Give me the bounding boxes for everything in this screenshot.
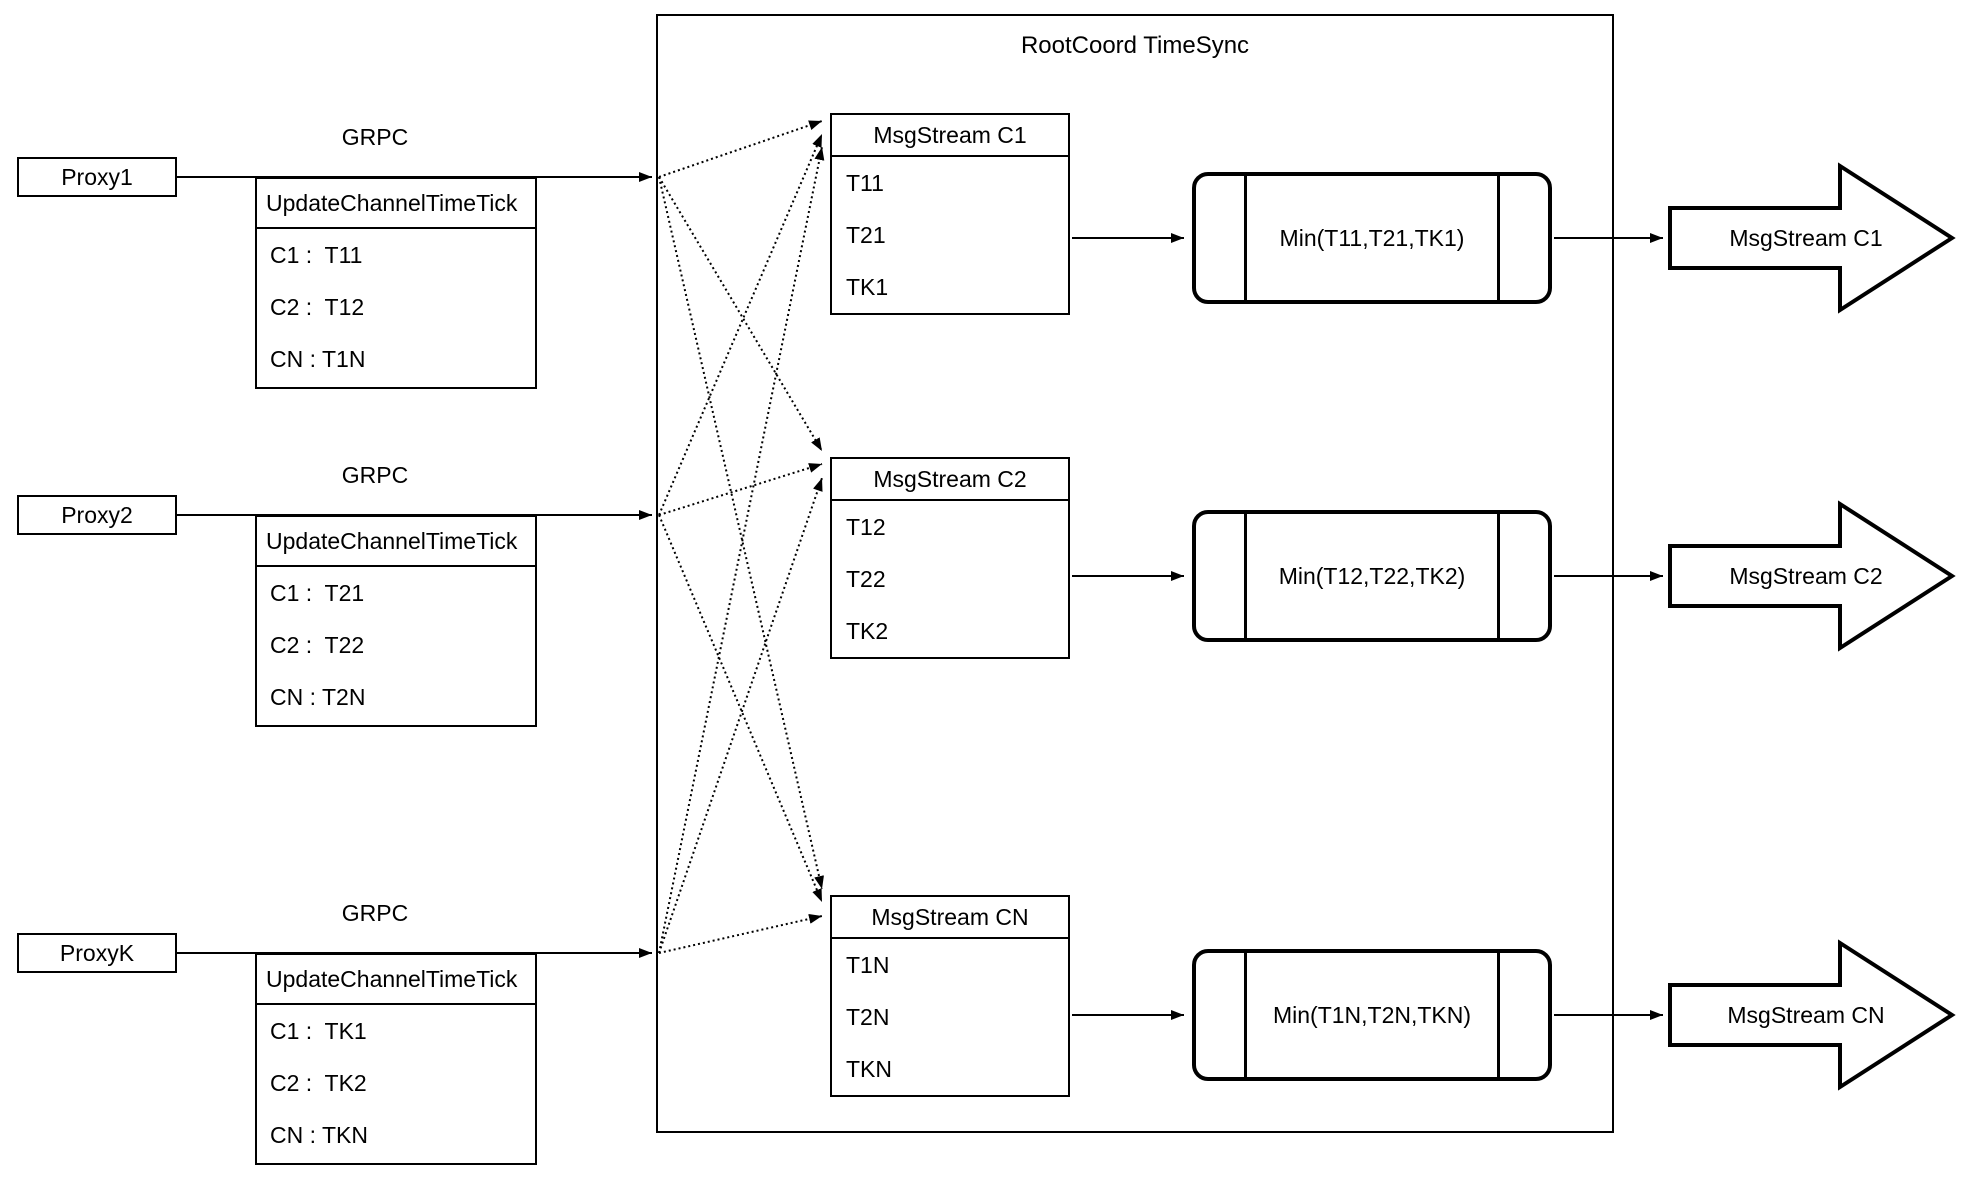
table-header: UpdateChannelTimeTick [257, 179, 535, 229]
table-row: CN : T1N [270, 345, 366, 372]
table-row: CN : TKN [270, 1121, 368, 1148]
table-header: MsgStream CN [832, 897, 1068, 939]
table-row: C2 : TK2 [270, 1069, 367, 1096]
block-arrow-label: MsgStream CN [1727, 1002, 1884, 1028]
min-node-left-bar [1244, 953, 1247, 1077]
table-row: CN : T2N [270, 683, 366, 710]
table-row: T22 [846, 565, 886, 592]
msgstream-c1-output-arrow: MsgStream C1 [1668, 162, 1956, 314]
min-node-right-bar [1497, 953, 1500, 1077]
msgstream-c1-table: MsgStream C1 T11 T21 TK1 [830, 113, 1070, 315]
block-arrow-shape [1668, 162, 1956, 314]
update-channel-table-proxy2: UpdateChannelTimeTick C1 : T21 C2 : T22 … [255, 515, 537, 727]
grpc-label-proxyk: GRPC [341, 900, 409, 926]
table-row: C2 : T22 [270, 631, 365, 658]
min-node-cn: Min(T1N,T2N,TKN) [1192, 949, 1552, 1081]
msgstream-cn-table: MsgStream CN T1N T2N TKN [830, 895, 1070, 1097]
msgstream-c2-table: MsgStream C2 T12 T22 TK2 [830, 457, 1070, 659]
min-node-left-bar [1244, 176, 1247, 300]
table-header: UpdateChannelTimeTick [257, 955, 535, 1005]
min-node-label: Min(T11,T21,TK1) [1279, 224, 1465, 251]
min-node-label: Min(T12,T22,TK2) [1278, 562, 1466, 589]
table-row: T21 [846, 221, 886, 248]
proxyk-box: ProxyK [17, 933, 177, 973]
min-node-c2: Min(T12,T22,TK2) [1192, 510, 1552, 642]
min-node-c1: Min(T11,T21,TK1) [1192, 172, 1552, 304]
block-arrow-label: MsgStream C2 [1729, 563, 1882, 589]
table-row: T2N [846, 1003, 890, 1030]
block-arrow-shape [1668, 939, 1956, 1091]
min-node-right-bar [1497, 176, 1500, 300]
table-row: C1 : TK1 [270, 1017, 367, 1044]
table-row: T12 [846, 513, 886, 540]
update-channel-table-proxyk: UpdateChannelTimeTick C1 : TK1 C2 : TK2 … [255, 953, 537, 1165]
grpc-label-proxy1: GRPC [341, 124, 409, 150]
msgstream-c2-output-arrow: MsgStream C2 [1668, 500, 1956, 652]
table-row: T11 [846, 169, 884, 196]
min-node-label: Min(T1N,T2N,TKN) [1272, 1001, 1472, 1028]
table-row: TKN [846, 1055, 892, 1082]
table-row: T1N [846, 951, 890, 978]
table-header: UpdateChannelTimeTick [257, 517, 535, 567]
proxy1-box: Proxy1 [17, 157, 177, 197]
table-row: TK2 [846, 617, 889, 644]
min-node-left-bar [1244, 514, 1247, 638]
table-header: MsgStream C2 [832, 459, 1068, 501]
min-node-right-bar [1497, 514, 1500, 638]
grpc-label-proxy2: GRPC [341, 462, 409, 488]
update-channel-table-proxy1: UpdateChannelTimeTick C1 : T11 C2 : T12 … [255, 177, 537, 389]
table-header: MsgStream C1 [832, 115, 1068, 157]
table-row: C1 : T11 [270, 241, 363, 268]
block-arrow-label: MsgStream C1 [1729, 225, 1882, 251]
rootcoord-timesync-title: RootCoord TimeSync [1020, 32, 1250, 59]
table-row: C1 : T21 [270, 579, 365, 606]
table-row: C2 : T12 [270, 293, 365, 320]
table-row: TK1 [846, 273, 889, 300]
block-arrow-shape [1668, 500, 1956, 652]
msgstream-cn-output-arrow: MsgStream CN [1668, 939, 1956, 1091]
proxy2-box: Proxy2 [17, 495, 177, 535]
